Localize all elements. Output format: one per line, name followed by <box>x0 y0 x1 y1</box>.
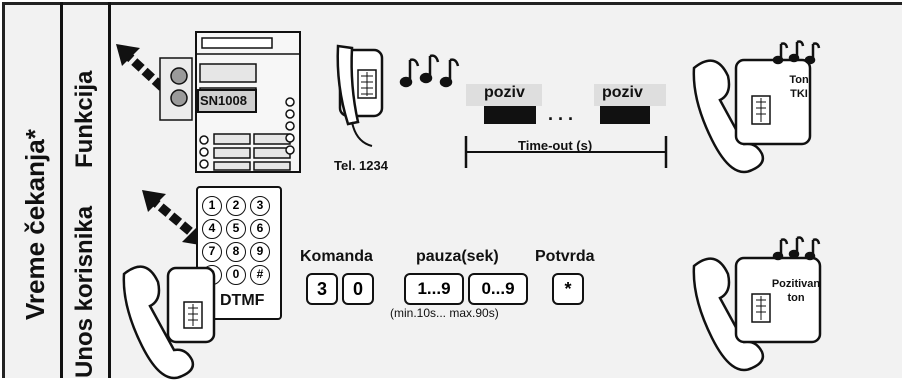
desk-phone-icon <box>336 44 384 147</box>
timeout-label: Time-out (s) <box>518 138 593 153</box>
tone-bottom-line2: ton <box>787 292 805 304</box>
music-notes-icon <box>399 54 460 88</box>
keypad-key: 4 <box>202 219 222 239</box>
confirm-key: * <box>552 273 584 305</box>
confirm-label: Potvrda <box>535 248 595 265</box>
column-divider-2 <box>108 2 111 378</box>
handset-icon-top <box>692 58 812 174</box>
keypad-key: 7 <box>202 242 222 262</box>
keypad-key: 5 <box>226 219 246 239</box>
keypad-key: 1 <box>202 196 222 216</box>
tone-bottom-line1: Pozitivan <box>771 278 821 290</box>
phone-label: Tel. 1234 <box>334 158 388 173</box>
dtmf-label: DTMF <box>220 292 265 309</box>
panel-label: SN1008 <box>200 93 247 108</box>
left-label: Vreme čekanja* <box>20 129 50 320</box>
music-notes-icon-top <box>772 40 821 65</box>
call-label-1: poziv <box>484 84 525 101</box>
keypad-key: 6 <box>250 219 270 239</box>
command-key-2: 0 <box>342 273 374 305</box>
keypad-key: 0 <box>226 265 246 285</box>
music-notes-icon-bottom <box>772 236 821 261</box>
keypad-key: 2 <box>226 196 246 216</box>
keypad-key: 9 <box>250 242 270 262</box>
call-pulse-1 <box>484 106 536 124</box>
call-label-2: poziv <box>602 84 643 101</box>
call-label-bg-2 <box>594 84 666 106</box>
keypad-key: # <box>250 265 270 285</box>
pause-key-2: 0...9 <box>468 273 528 305</box>
tone-top-line2: TKI <box>790 88 808 100</box>
handset-icon <box>122 265 216 380</box>
timeout-bracket <box>464 136 668 168</box>
call-label-bg-1 <box>466 84 542 106</box>
command-key-1: 3 <box>306 273 338 305</box>
call-pulse-2 <box>600 106 650 124</box>
door-panel-icon <box>159 31 301 173</box>
pause-note: (min.10s... max.90s) <box>390 306 499 320</box>
keypad-key: 3 <box>250 196 270 216</box>
command-label: Komanda <box>300 248 373 265</box>
row-label-top: Funkcija <box>71 70 98 168</box>
tone-top-line1: Ton <box>789 74 809 86</box>
pause-label: pauza(sek) <box>416 248 499 265</box>
column-divider <box>60 2 63 378</box>
pause-key-1: 1...9 <box>404 273 464 305</box>
pulse-dots: . . . <box>548 104 574 124</box>
keypad-key: 8 <box>226 242 246 262</box>
row-label-bottom: Unos korisnika <box>71 205 98 378</box>
handset-icon-bottom <box>692 256 822 372</box>
